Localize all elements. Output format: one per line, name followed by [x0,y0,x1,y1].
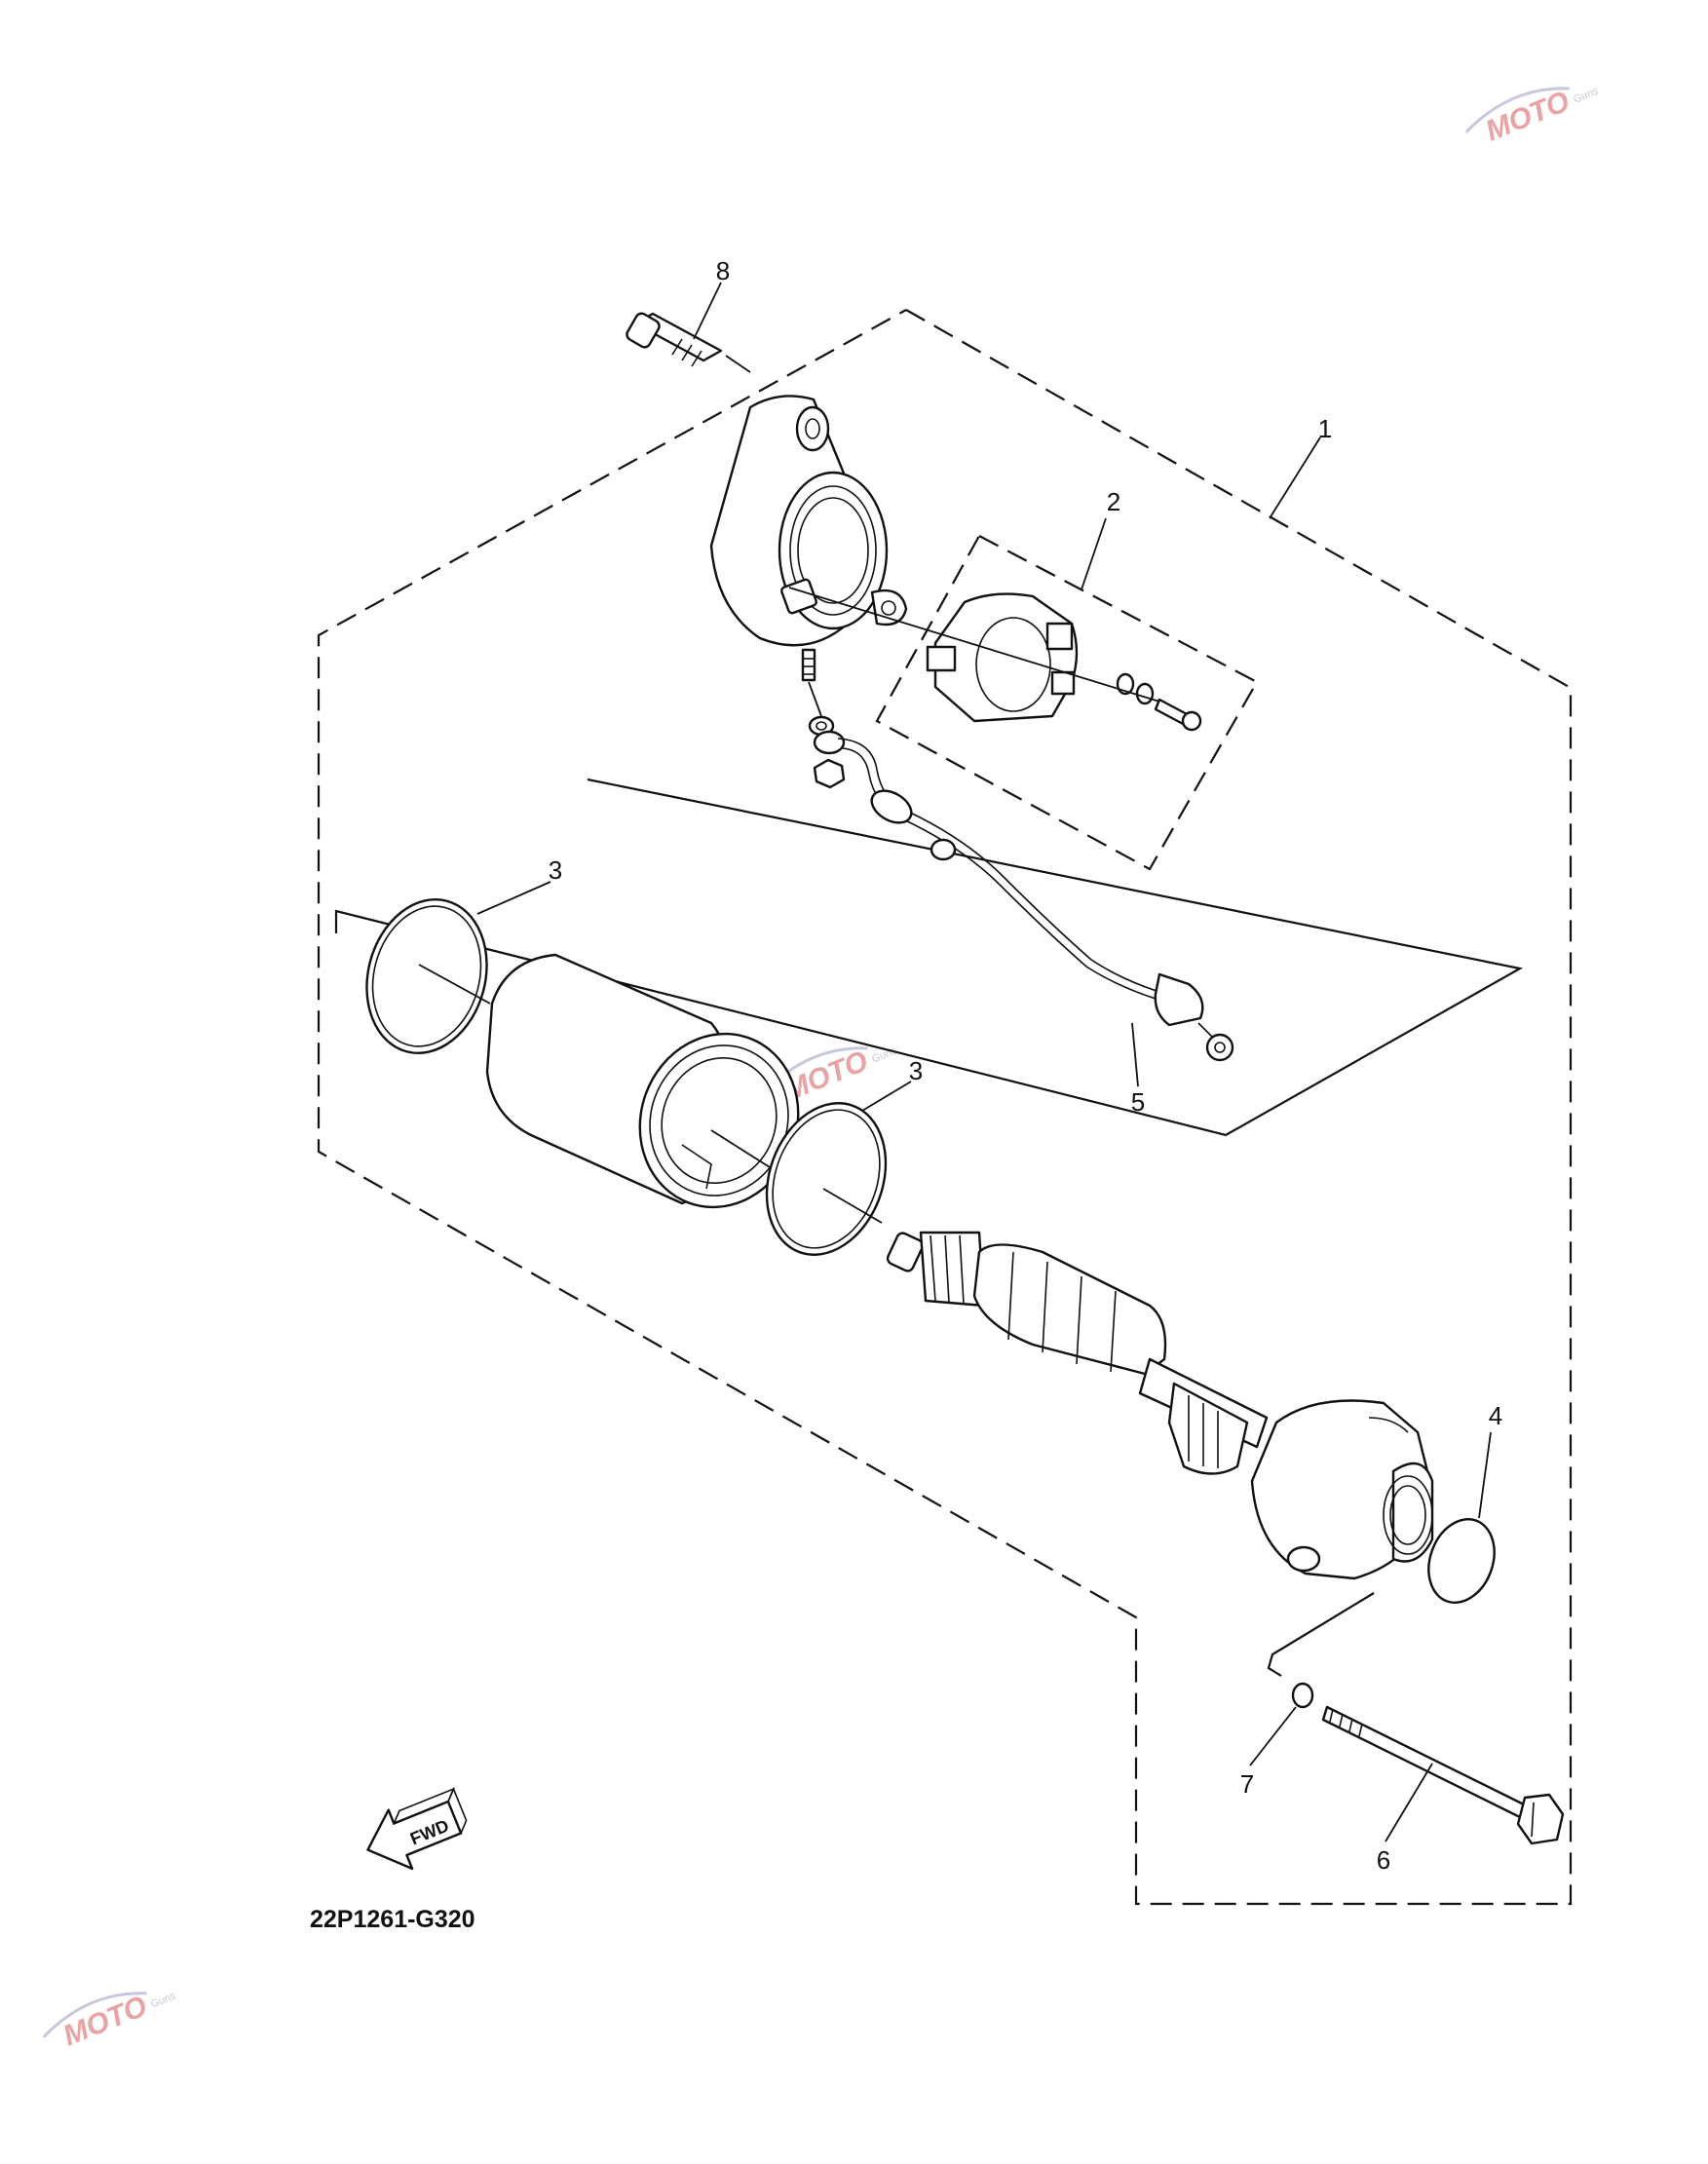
yoke-group-outline [334,778,1524,1137]
bolt-group-outline [1267,1592,1375,1677]
fwd-arrow-icon: FWD [366,1786,468,1871]
leader-part-3-right [861,1081,912,1112]
leader-part-1 [1269,437,1321,519]
watermark-top-right: MOTO Guns [1464,85,1601,147]
front-cover [1250,1399,1434,1580]
o-ring-part-4 [1427,1431,1496,1604]
leader-part-2 [1081,517,1107,590]
watermark-logo-subtext: Guns [870,1044,898,1065]
bolt-part-6 [1321,1705,1565,1845]
watermark-logo-subtext: Guns [149,1990,177,2010]
callout-part-1: 1 [1318,414,1332,443]
leader-part-3-left [476,881,551,915]
watermark-bottom-left: MOTO Guns [42,1990,178,2052]
lead-wire-part-5 [837,738,1234,1062]
o-ring-part-3-left [365,897,491,1055]
callout-part-4: 4 [1489,1401,1502,1430]
callout-part-8: 8 [716,256,730,285]
callout-part-3-left: 3 [549,855,562,885]
watermark-logo-subtext: Guns [1572,85,1600,105]
rear-cover [709,395,908,682]
assembly-outline [317,309,1573,1906]
yoke [485,953,800,1209]
diagram-code: 22P1261-G320 [310,1906,475,1933]
callout-part-2: 2 [1107,487,1120,516]
leader-part-5 [1131,1022,1139,1087]
brush-holder-part-2 [788,587,1202,732]
callout-part-6: 6 [1377,1845,1390,1875]
screw-part-8 [626,312,751,373]
armature [886,1231,1269,1475]
callout-part-7: 7 [1240,1769,1254,1799]
o-ring-part-7 [1249,1682,1314,1766]
callout-part-3-right: 3 [909,1056,923,1085]
terminal-hardware [808,681,846,789]
callout-part-5: 5 [1131,1087,1145,1117]
brush-holder-outline [875,534,1259,871]
o-ring-part-3-right [765,1102,888,1256]
